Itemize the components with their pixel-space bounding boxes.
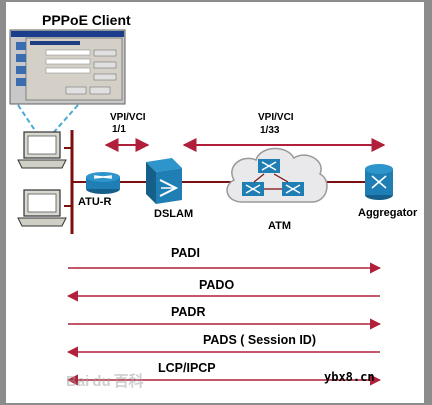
atm-label: ATM [268,220,292,232]
vpi-vci-left-value: 1/1 [112,124,126,135]
dashed-connector-left [17,104,37,133]
dialog-thumbnail [9,29,126,105]
computer-icon [17,189,67,227]
diagram-svg [9,29,393,386]
diagram-canvas: PPPoE Client [6,2,424,403]
vpi-vci-right-value: 1/33 [260,125,280,136]
message-lcp-ipcp: LCP/IPCP [158,361,216,375]
atm-cloud [226,147,328,203]
router-icon [365,164,393,200]
dslam-label: DSLAM [154,208,194,220]
message-pado: PADO [199,278,235,292]
site-mark: ybx8.cn [324,370,375,384]
watermark: Bai du 百科 [66,373,144,390]
computer-icon [17,131,67,169]
dslam-icon [146,158,182,204]
message-padi: PADI [171,246,200,260]
modem-icon [86,172,120,194]
aggregator-label: Aggregator [358,207,418,219]
vpi-vci-left-label: VPI/VCI [110,112,146,123]
atm-switch-icon [282,182,304,196]
dashed-connector-right [53,104,79,133]
vpi-vci-right-label: VPI/VCI [258,112,294,123]
message-pads: PADS ( Session ID) [203,333,316,347]
atu-r-label: ATU-R [78,196,112,208]
diagram-title: PPPoE Client [42,12,131,28]
atm-switch-icon [258,159,280,173]
atm-switch-icon [242,182,264,196]
message-padr: PADR [171,305,206,319]
